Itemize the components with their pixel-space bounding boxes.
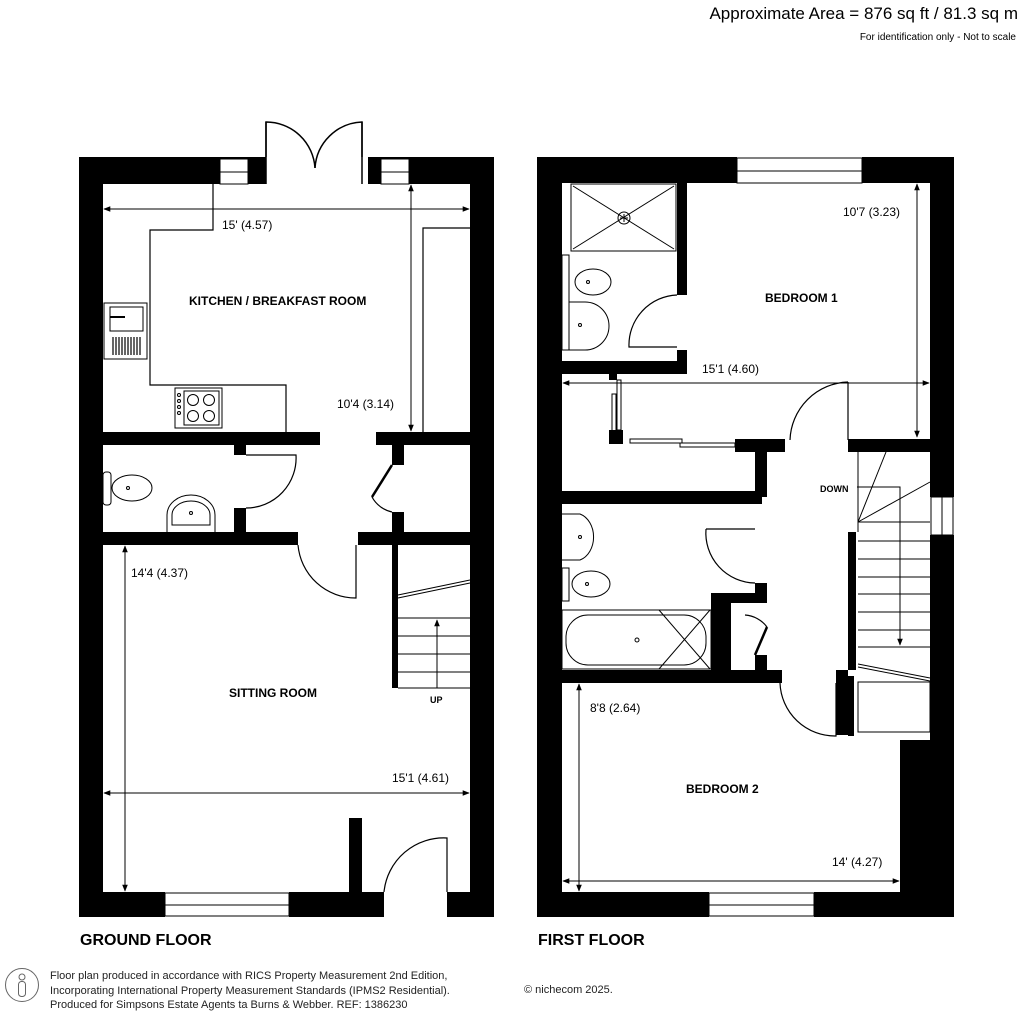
footer-line-2: Incorporating International Property Mea… bbox=[50, 984, 450, 997]
french-doors bbox=[265, 121, 363, 184]
sitting-room-label: SITTING ROOM bbox=[229, 686, 317, 700]
stairs-up bbox=[397, 579, 471, 689]
footer-notes: Floor plan produced in accordance with R… bbox=[50, 969, 450, 1013]
sitting-width: 15'1 (4.61) bbox=[392, 771, 449, 785]
basin-icon bbox=[166, 494, 216, 532]
bathroom-toilet-icon bbox=[561, 567, 611, 602]
wardrobe-sliding-doors bbox=[611, 379, 736, 448]
bedroom1-depth: 10'7 (3.23) bbox=[843, 205, 900, 219]
bath-icon bbox=[561, 609, 712, 670]
bedroom2-depth: 8'8 (2.64) bbox=[590, 701, 640, 715]
ground-dimension-lines bbox=[103, 184, 470, 892]
bedroom1-label: BEDROOM 1 bbox=[765, 291, 838, 305]
kitchen-label: KITCHEN / BREAKFAST ROOM bbox=[189, 294, 366, 308]
ensuite-toilet-icon bbox=[561, 254, 612, 351]
stairs-down-label: DOWN bbox=[820, 484, 849, 494]
kitchen-units bbox=[149, 184, 470, 432]
toilet-icon bbox=[102, 471, 153, 506]
first-outer-walls bbox=[537, 157, 954, 917]
person-logo-icon bbox=[5, 968, 39, 1002]
bathroom-basin-icon bbox=[562, 513, 595, 561]
ensuite-door bbox=[628, 294, 678, 348]
footer-line-3: Produced for Simpsons Estate Agents ta B… bbox=[50, 999, 408, 1011]
first-dimension-lines bbox=[562, 183, 930, 892]
stairs-down bbox=[857, 451, 931, 733]
copyright: © nichecom 2025. bbox=[524, 984, 613, 996]
bedroom1-width: 15'1 (4.60) bbox=[702, 362, 759, 376]
sitting-depth: 14'4 (4.37) bbox=[131, 566, 188, 580]
kitchen-width: 15' (4.57) bbox=[222, 218, 272, 232]
approximate-area: Approximate Area = 876 sq ft / 81.3 sq m bbox=[709, 4, 1018, 23]
ensuite-walls bbox=[562, 183, 687, 374]
hob-icon bbox=[174, 387, 223, 429]
first-floor-plan: DOWN 10'7 (3.23) BEDROOM 1 15'1 (4.60) 8… bbox=[537, 157, 954, 917]
sink-icon bbox=[103, 302, 148, 360]
ground-wall-stub bbox=[349, 818, 362, 892]
bedroom2-label: BEDROOM 2 bbox=[686, 782, 759, 796]
first-windows bbox=[708, 157, 954, 917]
landing-walls bbox=[562, 374, 930, 736]
ground-internal-walls bbox=[103, 432, 470, 688]
ground-windows bbox=[164, 158, 410, 917]
kitchen-depth: 10'4 (3.14) bbox=[337, 397, 394, 411]
stairs-up-label: UP bbox=[430, 695, 443, 705]
shower-icon bbox=[570, 183, 677, 252]
footer-line-1: Floor plan produced in accordance with R… bbox=[50, 970, 448, 982]
ground-floor-label: GROUND FLOOR bbox=[80, 932, 212, 949]
ground-floor-plan: UP 15' (4.57) 10'4 (3.14) KITCHEN / BREA… bbox=[79, 121, 494, 917]
ground-doors bbox=[245, 454, 448, 893]
first-floor-label: FIRST FLOOR bbox=[538, 932, 645, 949]
bedroom2-width: 14' (4.27) bbox=[832, 855, 882, 869]
disclaimer: For identification only - Not to scale bbox=[859, 32, 1016, 43]
